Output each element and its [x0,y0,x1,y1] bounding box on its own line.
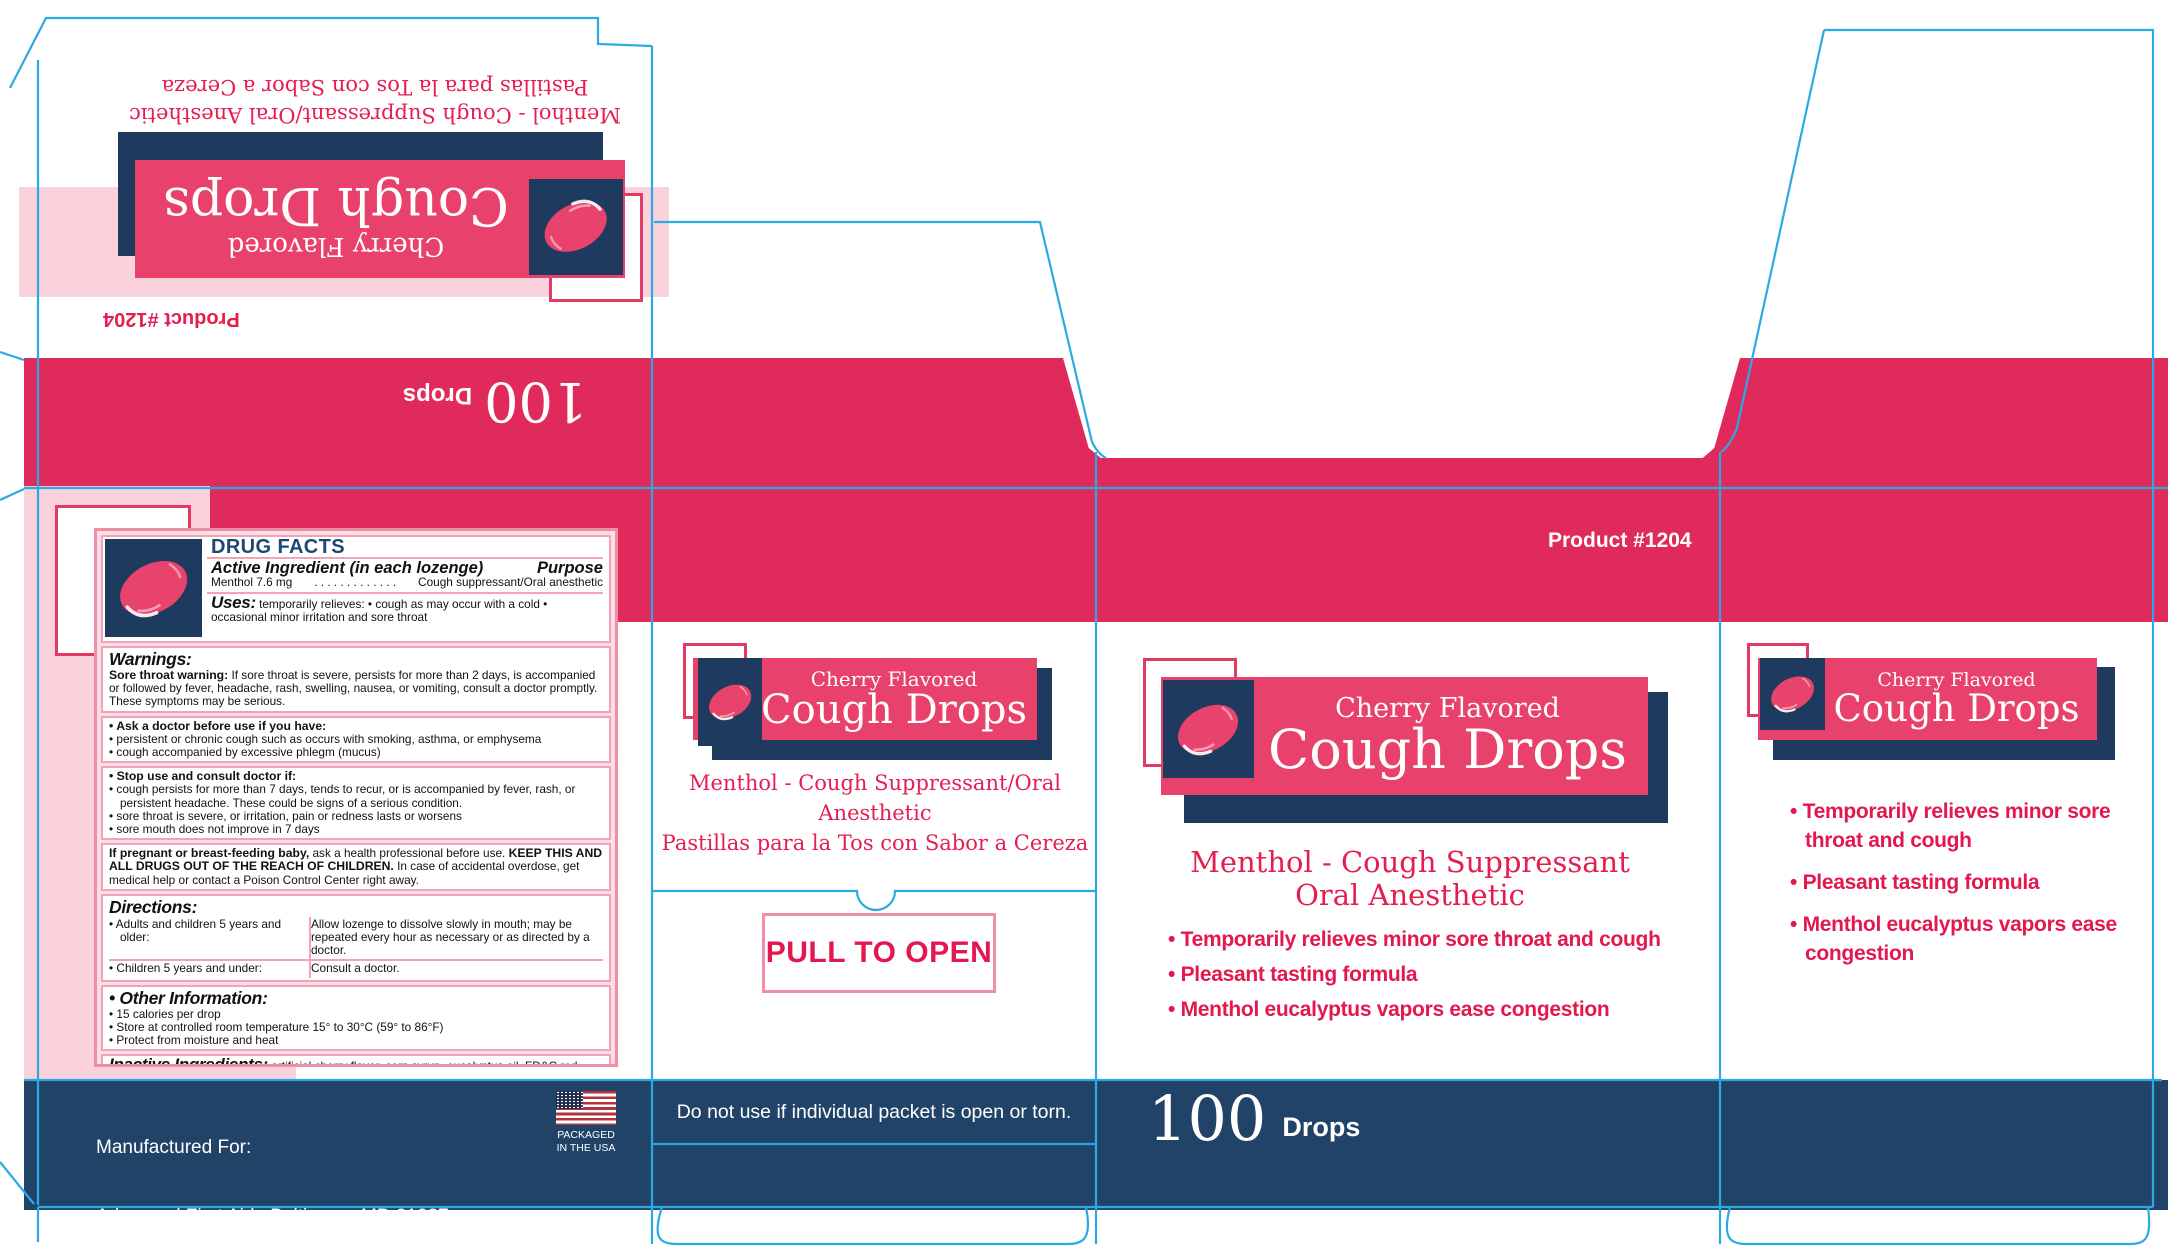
subtitle-line: Menthol - Cough Suppressant/Oral Anesthe… [689,771,1061,825]
stop-use-heading: Stop use and consult doctor if: [109,770,603,783]
brand-logo: Cherry Flavored Cough Drops [1747,643,2115,760]
other-info-item: Store at controlled room temperature 15°… [109,1020,603,1034]
product-number: Product #1204 [1548,529,1692,552]
manufacturer-block: Manufactured For: Advanced First Aid Bal… [96,1090,473,1248]
ask-doctor-section: Ask a doctor before use if you have: per… [101,715,611,764]
uses-label: Uses: [211,592,256,612]
center-panel-subtitle: Menthol - Cough Suppressant/Oral Anesthe… [659,768,1091,858]
other-information-section: Other Information: 15 calories per drop … [101,984,611,1052]
pull-to-open-label: PULL TO OPEN [765,936,993,969]
packet-warning: Do not use if individual packet is open … [676,1101,1072,1123]
brand-name: Cough Drops [761,686,1027,733]
drug-facts-header-section: DRUG FACTS Active Ingredient (in each lo… [101,535,611,643]
benefit-item: Menthol eucalyptus vapors ease congestio… [1790,910,2120,968]
packaged-in-usa-caption: PACKAGED IN THE USA [544,1129,628,1154]
pull-to-open-tab[interactable]: PULL TO OPEN [762,913,996,993]
lozenge-icon [1760,658,1825,730]
warning-item: persistent or chronic cough such as occu… [109,732,603,746]
flavor-label: Cherry Flavored [1877,668,2036,691]
directions-what: Consult a doctor. [309,959,603,978]
ask-doctor-heading: Ask a doctor before use if you have: [109,719,603,733]
sore-throat-label: Sore throat warning: [109,668,229,682]
count-number: 100 [484,370,588,433]
pregnancy-section: If pregnant or breast-feeding baby, ask … [101,843,611,891]
active-ingredient-purpose: Cough suppressant/Oral anesthetic [418,575,603,590]
sore-throat-text: If sore throat is severe, persists for m… [109,668,598,709]
benefit-item: Temporarily relieves minor sore throat a… [1790,797,2120,855]
count-number: 100 [1148,1082,1267,1155]
keep-away-label: KEEP THIS AND ALL DRUGS OUT OF THE REACH… [109,846,603,874]
brand-name: Cough Drops [163,175,509,236]
lozenge-icon [529,179,623,275]
stop-use-section: Stop use and consult doctor if: cough pe… [101,766,611,841]
other-information-heading: Other Information: [109,988,603,1008]
brand-name: Cough Drops [1267,718,1627,782]
tuck-flap-notch [1063,358,1740,458]
count-badge-rotated: 100 Drops [388,370,602,466]
flavor-label: Cherry Flavored [810,666,978,691]
other-info-item: 15 calories per drop [109,1007,603,1021]
subtitle-line: Oral Anesthetic [1295,878,1525,912]
inactive-ingredients-heading: Inactive Ingredients: [109,1055,269,1067]
flavor-label: Cherry Flavored [1335,692,1560,724]
count-badge: 100 Drops [1148,1088,1360,1150]
directions-who: Children 5 years and under: [109,959,309,977]
front-panel-benefits: Temporarily relieves minor sore throat a… [1168,922,1728,1027]
uses-text: temporarily relieves: • cough as may occ… [211,596,548,624]
top-flap-rotated-print: Product #1204 Cherry Flavored Cough Drop… [95,55,655,332]
subtitle-line: Pastillas para la Tos con Sabor a Cereza [161,75,589,99]
flavor-label: Cherry Flavored [227,230,445,261]
side-panel-benefits: Temporarily relieves minor sore throat a… [1790,797,2120,981]
drug-facts-title: DRUG FACTS [207,537,603,560]
us-flag-icon [556,1091,616,1125]
warning-item: sore throat is severe, or irritation, pa… [109,809,603,823]
drug-facts-box: DRUG FACTS Active Ingredient (in each lo… [94,528,618,1067]
front-panel-subtitle: Menthol - Cough Suppressant Oral Anesthe… [1110,846,1710,912]
subtitle-line: Menthol - Cough Suppressant [1190,845,1630,879]
warning-item: cough persists for more than 7 days, ten… [109,783,603,810]
lozenge-icon [105,539,202,637]
benefit-item: Temporarily relieves minor sore throat a… [1168,922,1728,957]
brand-logo: Cherry Flavored Cough Drops [1143,658,1668,823]
brand-name: Cough Drops [1833,687,2080,731]
pregnant-text: ask a health professional before use. [312,846,506,861]
manufacturer-line: Advanced First Aid Baltimore, MD 21237 [96,1206,449,1227]
benefit-item: Pleasant tasting formula [1168,957,1728,992]
count-unit: Drops [402,382,473,409]
manufacturer-line: Manufactured For: [96,1137,252,1158]
caption-line: PACKAGED [557,1129,615,1141]
active-ingredient-heading: Active Ingredient (in each lozenge) [211,559,484,578]
purpose-heading: Purpose [536,559,603,578]
keep-away-text: In case of accidental overdose, get medi… [109,859,580,887]
active-ingredient-name: Menthol 7.6 mg [211,575,293,590]
inactive-ingredients-text: artificial cherry flavor, corn syrup, eu… [271,1059,578,1067]
lozenge-icon [698,658,762,746]
caption-line: IN THE USA [556,1141,616,1154]
dotted-leader: . . . . . . . . . . . . . [314,575,397,590]
pregnant-label: If pregnant or breast-feeding baby, [109,846,310,861]
subtitle-line: Menthol - Cough Suppressant/Oral Anesthe… [129,103,621,127]
benefit-item: Menthol eucalyptus vapors ease congestio… [1168,992,1728,1027]
warning-item: sore mouth does not improve in 7 days [109,822,603,836]
directions-what: Allow lozenge to dissolve slowly in mout… [309,916,603,960]
count-unit: Drops [1282,1112,1361,1142]
lozenge-icon [1163,680,1254,778]
other-info-item: Protect from moisture and heat [109,1033,603,1047]
directions-heading: Directions: [109,896,198,917]
flag-canton [556,1091,583,1109]
brand-logo: Cherry Flavored Cough Drops [683,643,1053,763]
product-number: Product #1204 [103,308,240,330]
benefit-item: Pleasant tasting formula [1790,868,2120,897]
brand-logo: Cherry Flavored Cough Drops [118,132,643,302]
warnings-heading: Warnings: [109,649,192,669]
inactive-ingredients-section: Inactive Ingredients: artificial cherry … [101,1054,611,1067]
directions-section: Directions: Adults and children 5 years … [101,893,611,982]
directions-who: Adults and children 5 years and older: [109,917,309,960]
warning-item: cough accompanied by excessive phlegm (m… [109,745,603,759]
warnings-section: Warnings: Sore throat warning: If sore t… [101,646,611,713]
subtitle-line: Pastillas para la Tos con Sabor a Cereza [661,831,1089,855]
